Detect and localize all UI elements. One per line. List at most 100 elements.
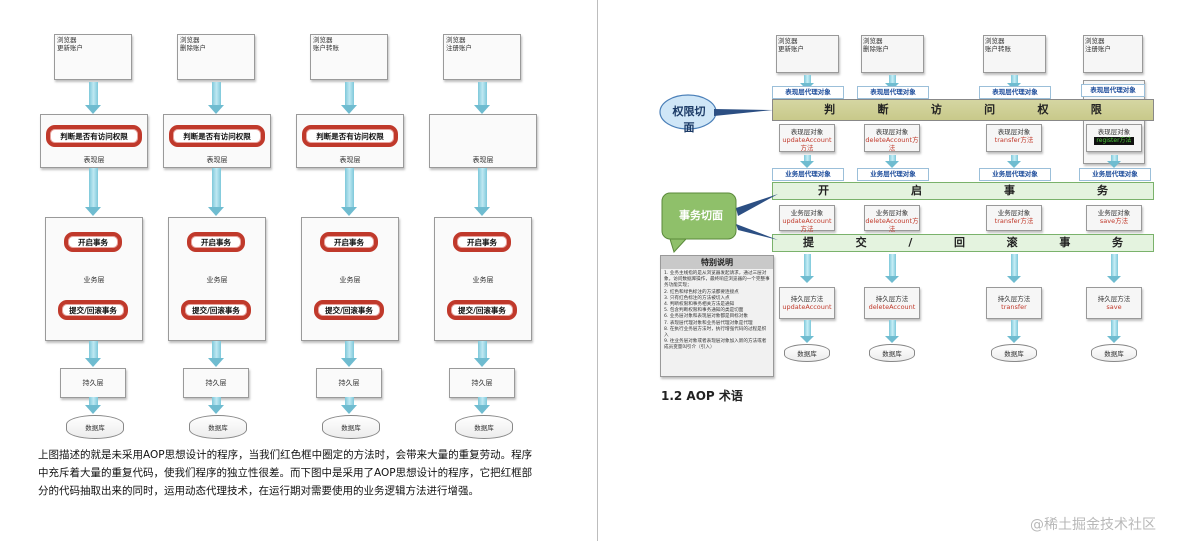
band-char: 事: [1059, 236, 1071, 249]
note-item: 8. 在执行业务层方法时，执行增强代码的过程是织入: [664, 326, 767, 339]
browser-box: 浏览器 注册账户: [1083, 35, 1143, 73]
flow-arrow: [85, 341, 101, 367]
band-check-permission: 判断访问权限: [772, 99, 1154, 121]
flow-arrow: [1007, 320, 1021, 343]
flow-arrow: [1107, 254, 1121, 283]
presentation-proxy: 表现层代理对象: [772, 86, 844, 99]
tx-commit: 提交/回滚事务: [181, 300, 251, 320]
persistence-label: 持久层方法: [997, 295, 1031, 303]
database-cylinder: 数据库: [66, 415, 124, 439]
flow-arrow: [1007, 75, 1021, 90]
business-object-label: 业务层对象: [997, 209, 1031, 217]
browser-box: 浏览器 账户转账: [983, 35, 1046, 73]
business-proxy: 业务层代理对象: [979, 168, 1051, 181]
presentation-layer-box: 判断是否有访问权限表现层: [40, 114, 148, 168]
flow-arrow: [1007, 254, 1021, 283]
note-item: 2. 红色和绿色标注的方法都要连接点: [664, 289, 739, 295]
business-proxy: 业务层代理对象: [1079, 168, 1151, 181]
flow-arrow: [800, 75, 814, 90]
browser-box: 浏览器 注册账户: [443, 34, 521, 80]
tx-commit: 提交/回滚事务: [447, 300, 517, 320]
permission-aspect-bubble: [659, 94, 773, 130]
tx-open: 开启事务: [187, 232, 245, 252]
flow-arrow: [341, 168, 357, 216]
left-paragraph: 上图描述的就是未采用AOP思想设计的程序，当我们红色框中圈定的方法时，会带来大量…: [38, 449, 533, 497]
presentation-layer-box: 表现层: [429, 114, 537, 168]
flow-arrow: [85, 82, 101, 114]
transaction-aspect-bubble: [661, 192, 778, 253]
presentation-layer-box: 判断是否有访问权限表现层: [296, 114, 404, 168]
presentation-proxy: 表现层代理对象: [979, 86, 1051, 99]
business-label: 业务层: [472, 276, 494, 284]
business-layer-box: 开启事务业务层提交/回滚事务: [168, 217, 266, 341]
persistence-method: deleteAccount: [868, 303, 916, 311]
flow-arrow: [885, 75, 899, 90]
persistence-label: 持久层方法: [875, 295, 909, 303]
band-char: 开: [818, 184, 829, 197]
business-proxy: 业务层代理对象: [857, 168, 929, 181]
flow-arrow: [208, 341, 224, 367]
tx-open: 开启事务: [64, 232, 122, 252]
flow-arrow: [208, 82, 224, 114]
business-object-label: 业务层对象: [875, 209, 909, 217]
band-char: /: [908, 236, 913, 249]
presentation-label: 表现层: [83, 156, 105, 164]
persistence-method: transfer: [1001, 303, 1027, 311]
section-heading: 1.2 AOP 术语: [661, 389, 743, 403]
band-char: 事: [1004, 184, 1015, 197]
persistence-box: 持久层: [316, 368, 382, 398]
tx-commit: 提交/回滚事务: [314, 300, 384, 320]
flow-arrow: [800, 320, 814, 343]
persistence-box: 持久层: [60, 368, 126, 398]
flow-arrow: [474, 341, 490, 367]
business-object-label: 业务层对象: [790, 209, 824, 217]
note-item: 9. 往业务层对象或者表现层对象加入新的方法或者成员变量叫引介（引入）: [664, 339, 767, 351]
business-proxy: 业务层代理对象: [772, 168, 844, 181]
database-cylinder: 数据库: [784, 344, 830, 362]
flow-arrow: [474, 168, 490, 216]
band-char: 权: [1037, 103, 1049, 116]
transaction-aspect-label: 事务切面: [679, 209, 723, 222]
flow-arrow: [800, 254, 814, 283]
business-method: updateAccount方法: [782, 217, 832, 233]
presentation-label: 表现层: [472, 156, 494, 164]
presentation-method: transfer方法: [994, 136, 1034, 144]
business-layer-box: 开启事务业务层提交/回滚事务: [301, 217, 399, 341]
permission-check: 判断是否有访问权限: [302, 125, 398, 147]
band-commit-transaction: 提交/回滚事务: [772, 234, 1154, 252]
presentation-proxy: 表现层代理对象: [857, 86, 929, 99]
flow-arrow: [1107, 320, 1121, 343]
flow-arrow: [341, 82, 357, 114]
flow-arrow: [85, 397, 101, 414]
flow-arrow: [341, 397, 357, 414]
flow-arrow: [1107, 155, 1121, 168]
presentation-method: deleteAccount方法: [865, 136, 919, 152]
flow-arrow: [208, 168, 224, 216]
flow-arrow: [1007, 155, 1021, 168]
business-object-label: 业务层对象: [1097, 209, 1131, 217]
presentation-object-label: 表现层对象: [997, 128, 1031, 136]
presentation-object-label: 表现层对象: [875, 128, 909, 136]
persistence-method: updateAccount: [782, 303, 832, 311]
tx-open: 开启事务: [320, 232, 378, 252]
flow-arrow: [885, 155, 899, 168]
band-char: 限: [1090, 103, 1102, 116]
persistence-label: 持久层方法: [1097, 295, 1131, 303]
persistence-box: 持久层: [449, 368, 515, 398]
flow-arrow: [341, 341, 357, 367]
band-char: 务: [1111, 236, 1123, 249]
flow-arrow: [474, 82, 490, 114]
permission-aspect-label: 权限切面: [672, 105, 706, 134]
persistence-label: 持久层方法: [790, 295, 824, 303]
database-cylinder: 数据库: [869, 344, 915, 362]
browser-box: 浏览器 删除账户: [177, 34, 255, 80]
flow-arrow: [800, 155, 814, 168]
